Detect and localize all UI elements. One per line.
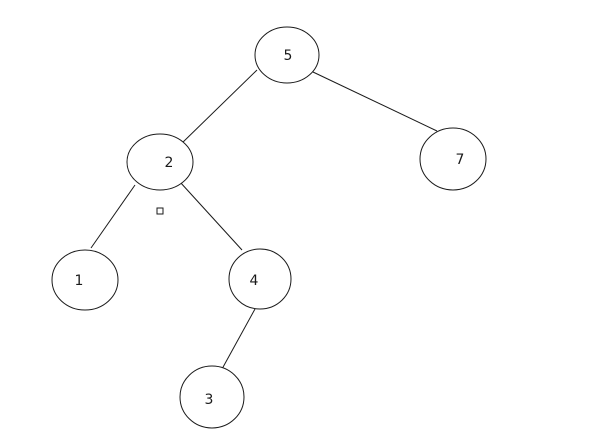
node-label: 2 <box>165 155 174 171</box>
tree-node-5: 5 <box>254 26 320 84</box>
node-circle <box>126 133 194 191</box>
edges <box>90 69 438 370</box>
node-label: 5 <box>284 48 293 64</box>
tree-node-3: 3 <box>179 365 245 429</box>
selection-handle[interactable] <box>156 207 164 215</box>
node-label: 4 <box>250 273 259 289</box>
node-label: 3 <box>205 392 214 408</box>
node-circle <box>419 127 487 191</box>
edge-2-1 <box>90 184 136 249</box>
nodes: 5 2 7 1 4 3 <box>51 26 487 429</box>
edge-5-7 <box>312 71 438 132</box>
tree-node-4: 4 <box>228 248 292 310</box>
tree-node-2: 2 <box>126 133 194 191</box>
edge-4-3 <box>221 308 256 370</box>
edge-2-4 <box>179 181 243 251</box>
node-circle <box>51 249 119 311</box>
tree-node-7: 7 <box>419 127 487 191</box>
node-circle <box>179 365 245 429</box>
node-circle <box>228 248 292 310</box>
node-circle <box>254 26 320 84</box>
tree-node-1: 1 <box>51 249 119 311</box>
node-label: 1 <box>75 273 84 289</box>
node-label: 7 <box>456 152 465 168</box>
edge-5-2 <box>179 69 258 146</box>
